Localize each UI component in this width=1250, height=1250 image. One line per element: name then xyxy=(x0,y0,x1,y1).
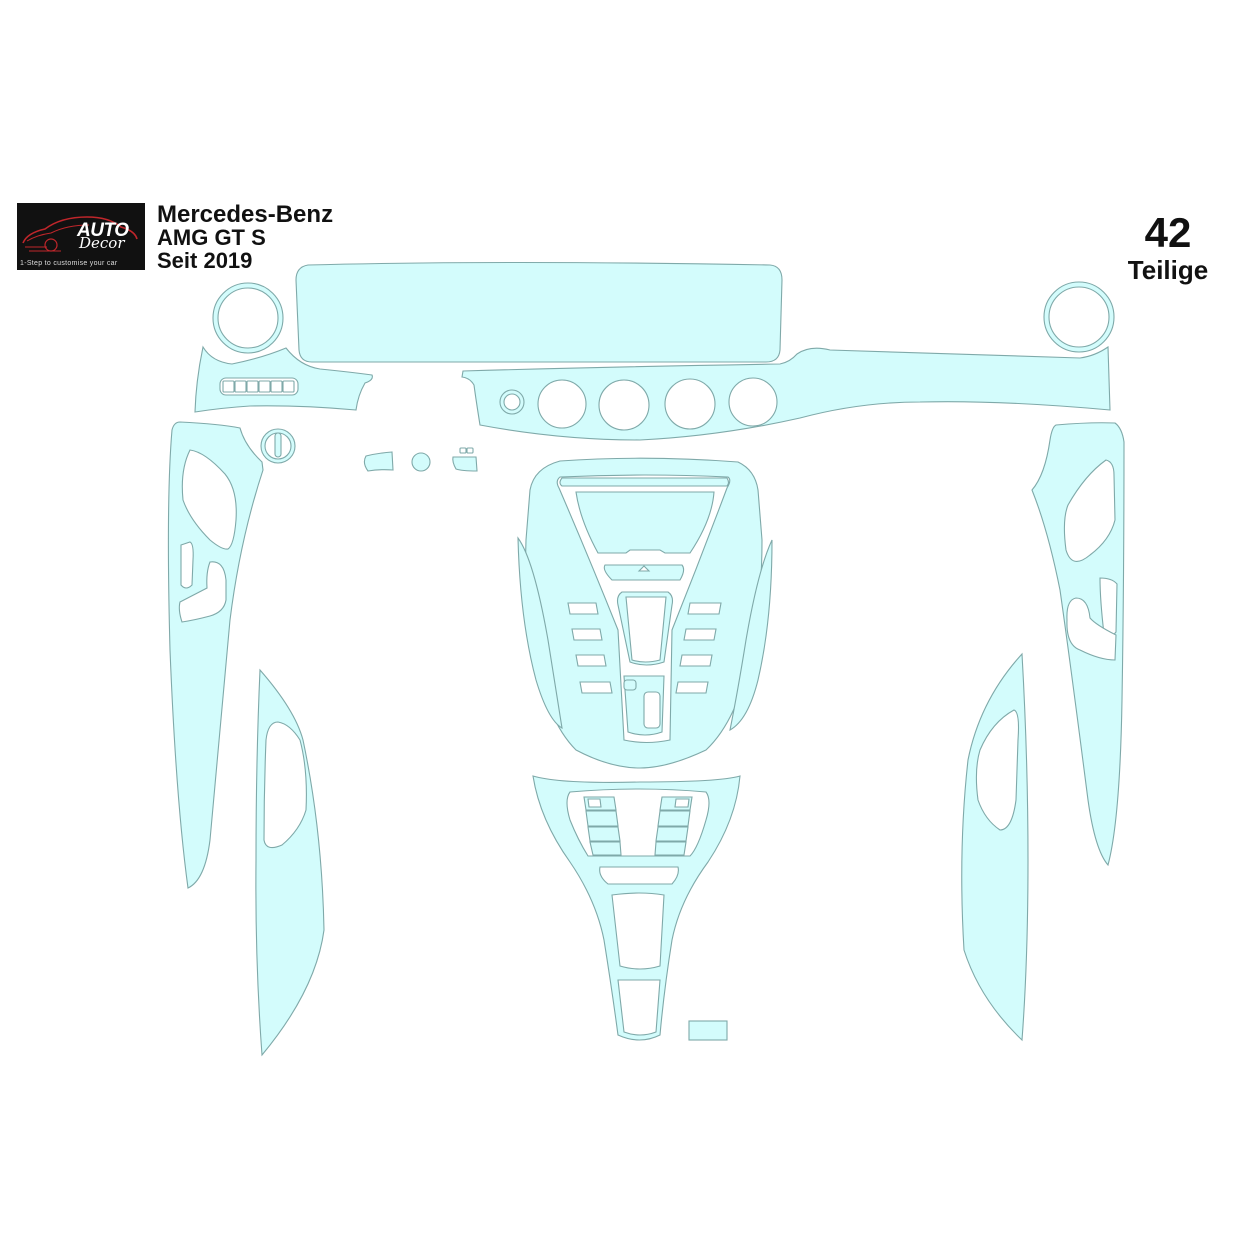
instrument-screen xyxy=(295,261,783,363)
left-dash-panel xyxy=(194,345,373,413)
left-rear-door xyxy=(255,668,325,1057)
small-trim-3 xyxy=(452,447,478,472)
center-dash-strip xyxy=(461,345,1111,441)
vehicle-make: Mercedes-Benz xyxy=(157,201,334,228)
small-rect xyxy=(688,1020,728,1041)
piece-count-value: 42 xyxy=(1144,209,1192,256)
logo-brand-text: AUTO xyxy=(77,220,129,241)
small-trim-2 xyxy=(411,452,431,472)
logo-script-text: Decor xyxy=(79,234,125,252)
center-console-lower xyxy=(532,775,741,1041)
car-silhouette-icon xyxy=(22,216,138,252)
right-vent-ring xyxy=(1043,281,1115,353)
piece-count: 42 Teilige xyxy=(1108,209,1228,286)
light-switch-ring xyxy=(260,428,296,464)
small-trim-1 xyxy=(363,451,394,472)
auto-decor-logo: AUTO Decor 1-Step to customise your car xyxy=(17,203,145,270)
vehicle-model: AMG GT S xyxy=(157,225,266,250)
vehicle-year: Seit 2019 xyxy=(157,248,253,273)
left-front-door xyxy=(167,421,264,889)
right-rear-door xyxy=(961,652,1029,1042)
logo-tagline: 1-Step to customise your car xyxy=(20,260,118,267)
console-side-right xyxy=(729,539,773,732)
vehicle-title: Mercedes-Benz AMG GT S Seit 2019 xyxy=(157,201,334,273)
center-console-upper xyxy=(525,457,763,769)
piece-count-label: Teilige xyxy=(1127,255,1209,285)
left-vent-ring xyxy=(212,282,284,354)
console-side-left xyxy=(517,536,563,730)
right-front-door xyxy=(1031,422,1125,867)
